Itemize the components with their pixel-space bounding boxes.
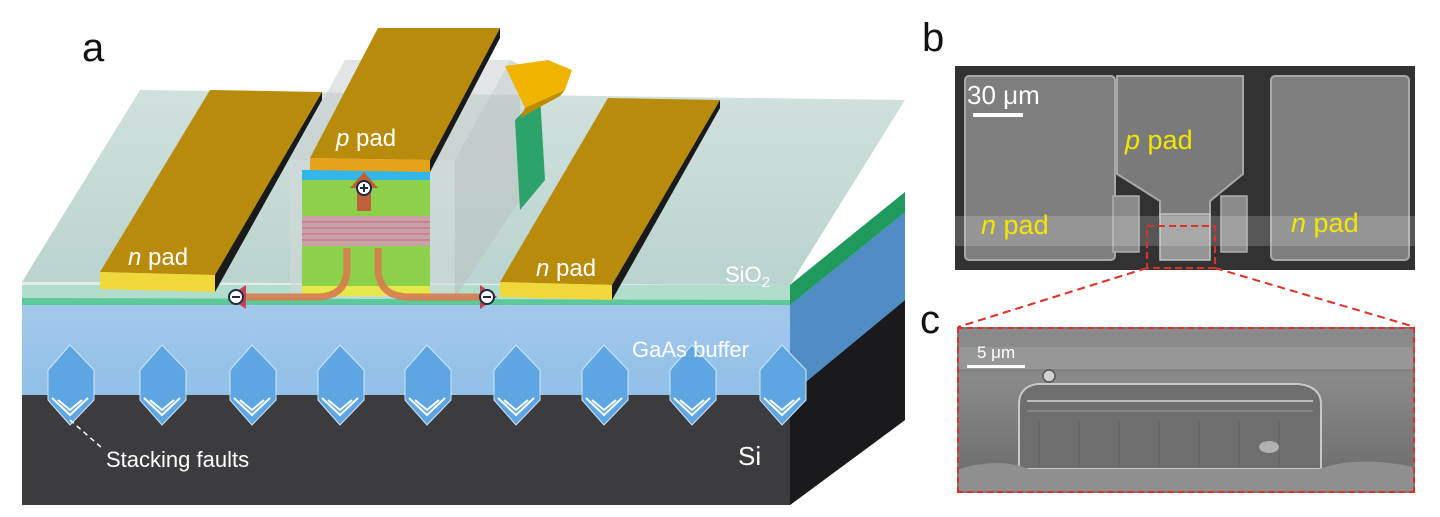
- sem-b-label-n-pad-left: n pad: [981, 210, 1049, 240]
- sem-b-n-left-italic: n: [981, 210, 996, 240]
- sem-tilted-view-graphic: 5 μm: [959, 329, 1413, 491]
- sem-b-label-n-pad-right: n pad: [1291, 208, 1359, 238]
- device-schematic: p pad n pad n pad SiO2 GaAs buffer Stack…: [22, 28, 905, 505]
- label-gaas-buffer: GaAs buffer: [632, 337, 749, 362]
- n-pad-right-metal: [500, 98, 720, 300]
- label-p-pad: p pad: [335, 125, 396, 152]
- si-substrate: [22, 300, 905, 505]
- sem-image-top-view: 30 μm p pad n pad n pad: [955, 66, 1415, 270]
- panel-label-c: c: [920, 298, 940, 342]
- label-n-pad-right: n pad: [536, 255, 596, 282]
- panel-label-a: a: [82, 26, 105, 70]
- panel-label-b: b: [922, 16, 945, 60]
- label-sio2-sub: 2: [762, 274, 770, 291]
- label-n-pad-left-italic: n: [128, 244, 141, 271]
- label-p-pad-rest: pad: [349, 125, 396, 152]
- sem-c-scale-label: 5 μm: [977, 343, 1015, 362]
- label-stacking-faults: Stacking faults: [106, 447, 249, 472]
- label-n-pad-left: n pad: [128, 244, 188, 271]
- hole-charge-icon: [356, 180, 372, 196]
- label-n-pad-right-italic: n: [536, 255, 549, 282]
- n-pad-left-metal: [100, 90, 322, 292]
- electron-charge-icon-left: [228, 289, 244, 305]
- sem-b-p-rest: pad: [1140, 125, 1193, 155]
- label-p-pad-italic: p: [335, 125, 349, 152]
- stacking-fault-crystals: [47, 344, 807, 426]
- sem-b-n-left-rest: pad: [996, 210, 1049, 240]
- label-si: Si: [738, 441, 761, 471]
- sem-b-scale-label: 30 μm: [967, 80, 1040, 110]
- sem-b-n-right-italic: n: [1291, 208, 1306, 238]
- sem-b-label-p-pad: p pad: [1124, 125, 1193, 155]
- label-n-pad-left-rest: pad: [141, 244, 188, 271]
- label-n-pad-right-rest: pad: [549, 255, 596, 282]
- sem-image-tilted-view: 5 μm: [957, 327, 1415, 493]
- label-sio2-base: SiO: [725, 262, 762, 287]
- label-sio2: SiO2: [725, 262, 770, 291]
- sem-b-n-right-rest: pad: [1306, 208, 1359, 238]
- p-pad-metal: [310, 28, 572, 172]
- sem-top-view-graphic: 30 μm p pad n pad n pad: [955, 66, 1415, 270]
- stacking-faults-leader: [69, 419, 103, 449]
- electron-charge-icon-right: [479, 289, 495, 305]
- sem-b-p-italic: p: [1124, 125, 1140, 155]
